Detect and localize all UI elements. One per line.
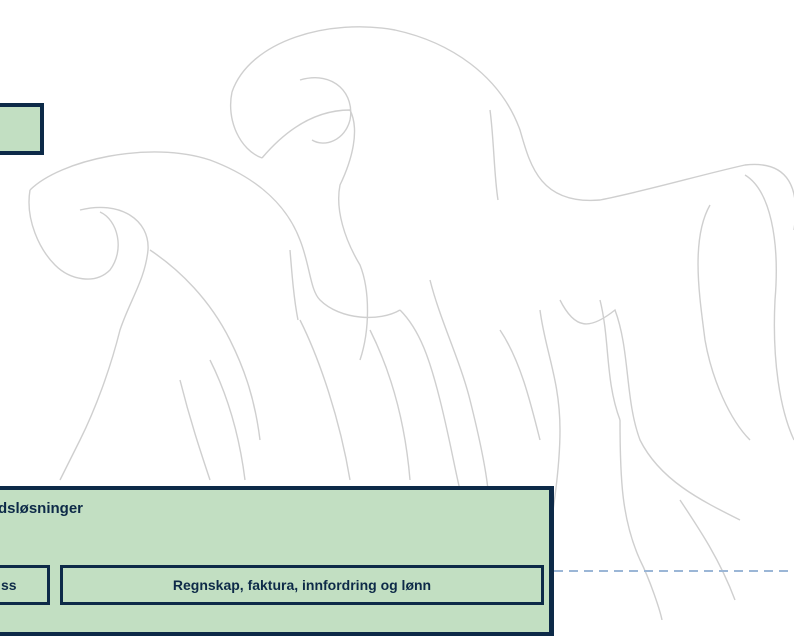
accounting-sub-box: Regnskap, faktura, innfordring og lønn — [60, 565, 544, 605]
horses-line-drawing — [28, 26, 794, 620]
left-sub-box: ss — [0, 565, 50, 605]
large-horse-outline — [230, 26, 794, 620]
solutions-panel: dsløsninger ss Regnskap, faktura, innfor… — [0, 486, 554, 636]
small-horse-outline — [28, 151, 461, 491]
panel-title: dsløsninger — [0, 500, 84, 517]
top-left-box — [0, 103, 44, 155]
